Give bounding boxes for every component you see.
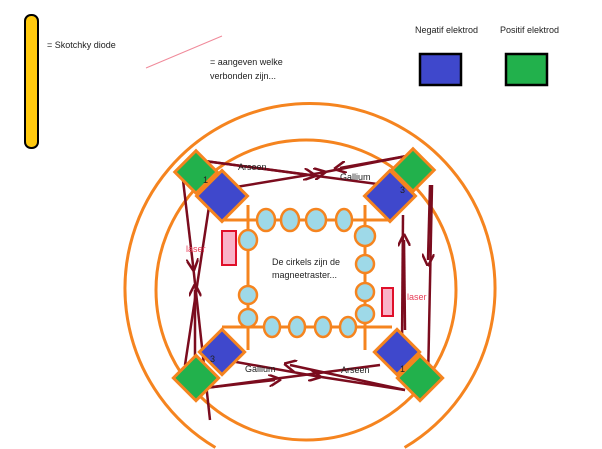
- connection-legend-line1: = aangeven welke: [210, 57, 283, 67]
- negative-electrode-top-left: [194, 168, 250, 224]
- negative-electrode-bottom-right: [372, 327, 422, 377]
- laser-right-label: laser: [407, 292, 427, 302]
- positive-electrode-swatch: [504, 52, 549, 87]
- wire-label-bottom-left: Gallium: [245, 364, 276, 374]
- negative-electrode-top-right: [362, 168, 418, 224]
- wire-label-bottom-right: Arseen: [341, 365, 370, 375]
- positive-electrode-label: Positif elektrod: [500, 25, 559, 35]
- electrode-number-tl: 1: [203, 175, 208, 185]
- laser-right: [381, 287, 394, 317]
- schottky-diode-symbol: [24, 14, 39, 149]
- electrode-number-tr: 3: [400, 185, 405, 195]
- negative-electrode-bottom-left: [197, 327, 247, 377]
- wire-label-top-right: Gallium: [340, 172, 371, 182]
- magnet-grid: [237, 207, 377, 339]
- connection-legend-line2: verbonden zijn...: [210, 71, 276, 81]
- wire-label-top-left: Arseen: [238, 162, 267, 172]
- connection-wires: [181, 153, 432, 421]
- positive-electrode-bottom-left: [171, 353, 221, 403]
- electrode-number-br: 1: [400, 364, 405, 374]
- positive-electrode-bottom-right: [395, 353, 445, 403]
- positive-electrode-top-right: [389, 146, 437, 194]
- outer-ring: [123, 102, 497, 449]
- negative-electrode-swatch: [418, 52, 463, 87]
- negative-electrode-label: Negatif elektrod: [415, 25, 478, 35]
- center-note-line2: magneetraster...: [272, 270, 337, 280]
- electrode-number-bl: 3: [210, 354, 215, 364]
- inner-ring: [154, 138, 458, 442]
- diode-legend-label: = Skotchky diode: [47, 40, 116, 50]
- laser-left: [221, 230, 237, 266]
- positive-electrode-top-left: [172, 148, 220, 196]
- laser-left-label: laser: [186, 244, 206, 254]
- center-note-line1: De cirkels zijn de: [272, 257, 340, 267]
- connection-line-symbol: [145, 35, 223, 69]
